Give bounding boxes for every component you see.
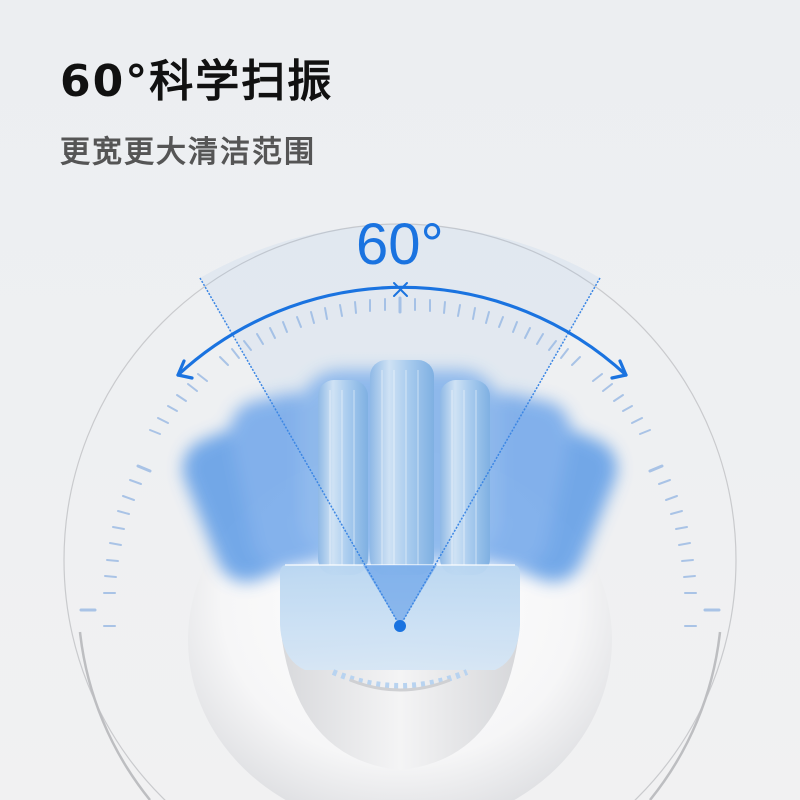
arrow-left-icon (176, 359, 194, 380)
bristle-tufts (318, 360, 490, 575)
pivot-dot (394, 620, 406, 632)
angle-indicator (199, 277, 601, 632)
brush-head-cup (280, 564, 520, 692)
outer-ring (63, 223, 737, 800)
arrow-right-icon (610, 359, 628, 380)
headline-subtitle: 更宽更大清洁范围 (60, 135, 316, 170)
cross-marker-icon (393, 282, 408, 297)
headline-title: 60°科学扫振 (60, 56, 334, 107)
scale-ticks (79, 296, 721, 627)
sweep-arc (176, 282, 628, 380)
angle-label: 60° (356, 212, 444, 277)
